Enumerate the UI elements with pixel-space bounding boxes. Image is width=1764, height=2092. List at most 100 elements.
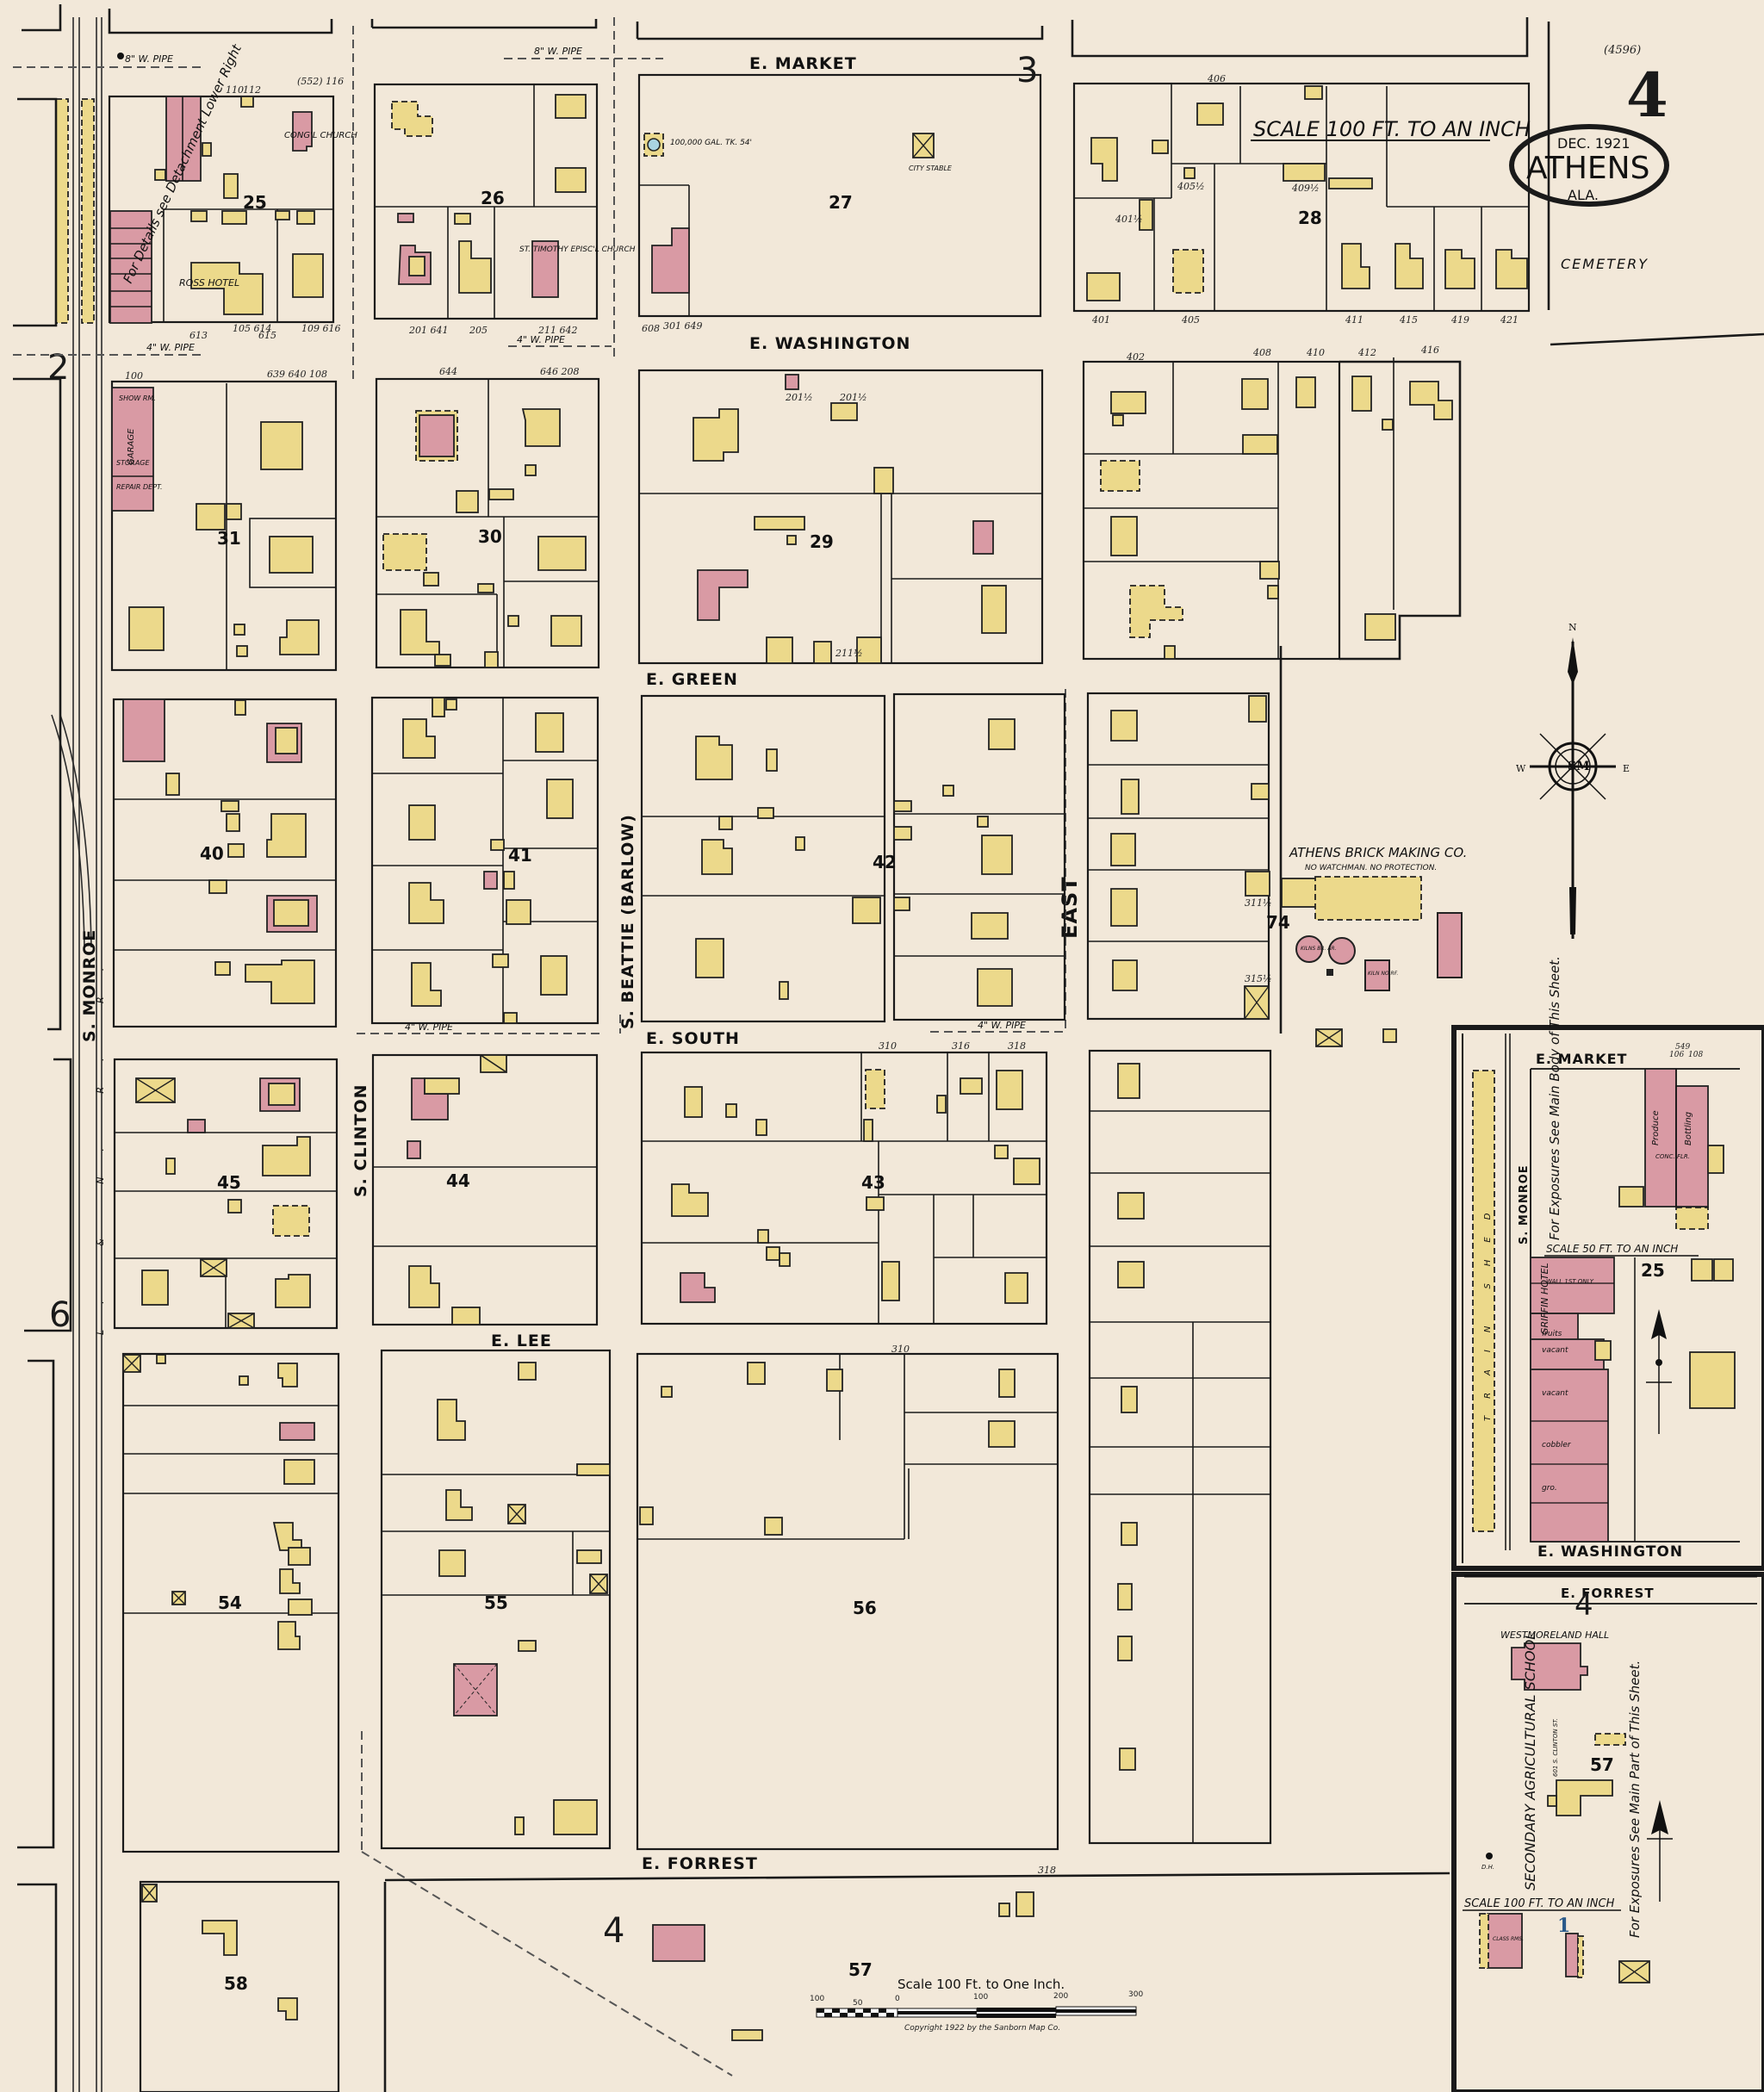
addr-b74-315h: 315½ xyxy=(1245,973,1272,984)
adjacent-sheet-bottom[interactable]: 4 xyxy=(603,1911,624,1951)
addr-b43-310: 310 xyxy=(879,1040,897,1052)
inset-exposure-note: For Exposures See Main Body of This Shee… xyxy=(1547,956,1562,1240)
addr-b30-644: 644 xyxy=(439,366,457,377)
adjacent-sheet-top[interactable]: 3 xyxy=(1016,51,1038,90)
street-label-east: EAST xyxy=(1058,876,1082,939)
addr-b25-116: (552) 116 xyxy=(297,76,344,87)
scale-tick-100: 100 xyxy=(973,1993,988,2002)
block-number-30: 30 xyxy=(478,526,502,547)
label-kilns: KILNS BR. AR. xyxy=(1301,946,1337,952)
block-number-41: 41 xyxy=(508,845,532,866)
block-26[interactable] xyxy=(370,19,599,320)
inset-street-e-market: E. MARKET xyxy=(1536,1051,1627,1067)
inset2-exposure-note: For Exposures See Main Part of This Shee… xyxy=(1627,1661,1643,1938)
addr-b28-409h: 409½ xyxy=(1291,183,1320,194)
pipe-label-4in-c: 4" W. PIPE xyxy=(405,1021,453,1033)
block-44[interactable] xyxy=(371,1053,599,1326)
addr-b28-401h: 401½ xyxy=(1115,214,1143,225)
label-congl-church: CONG'L CHURCH xyxy=(284,131,357,140)
block-58[interactable] xyxy=(139,1880,340,2092)
label-garage: GARAGE xyxy=(127,428,136,465)
addr-b28-405h: 405½ xyxy=(1177,181,1205,192)
block-number-57: 57 xyxy=(848,1959,873,1980)
addr-b27-608: 608 xyxy=(642,323,660,334)
scale-tick-200: 200 xyxy=(1053,1992,1068,2001)
block-30[interactable] xyxy=(375,377,600,669)
railroad-tracks xyxy=(51,17,102,2092)
addr-b28-419: 419 xyxy=(1450,314,1469,326)
adjacent-sheet-left-lower[interactable]: 6 xyxy=(49,1295,71,1335)
brick-works[interactable] xyxy=(1281,876,1463,1047)
block-31[interactable] xyxy=(110,380,338,672)
block-56[interactable] xyxy=(636,1352,1059,1851)
block-54[interactable] xyxy=(121,1352,340,1853)
street-label-e-green: E. GREEN xyxy=(646,670,738,689)
addr-b43-318: 318 xyxy=(1008,1040,1026,1052)
addr-b43-316: 316 xyxy=(952,1040,970,1052)
block-25[interactable] xyxy=(108,9,335,324)
addr-b28-406: 406 xyxy=(1207,73,1226,84)
inset-school[interactable] xyxy=(1451,1572,1764,2092)
addr-b25-110-112: 110 xyxy=(226,84,244,96)
inset-detachment[interactable] xyxy=(1451,1025,1764,1571)
inset2-class-rms: CLASS RMS. xyxy=(1493,1936,1524,1942)
block-40[interactable] xyxy=(112,698,338,1028)
inset2-scale: SCALE 100 FT. TO AN INCH xyxy=(1464,1897,1615,1910)
north-arrow-icon-2 xyxy=(1651,1800,1668,1834)
inset-griffin-hotel: GRIFFIN HOTEL xyxy=(1539,1263,1550,1335)
e-forrest-south-edge xyxy=(384,1872,1450,1882)
compass-north-label: N xyxy=(1568,622,1577,633)
addr-b26-201: 201 641 xyxy=(408,325,449,336)
inset2-blue-marker: 1 xyxy=(1557,1915,1570,1937)
label-water-tank: 100,000 GAL. TK. 54' xyxy=(670,139,752,147)
inset-tenant-fruits: fruits xyxy=(1542,1330,1562,1338)
addr-b74-311h: 311½ xyxy=(1245,897,1272,909)
block-74[interactable] xyxy=(1086,646,1283,1034)
copyright-notice: Copyright 1922 by the Sanborn Map Co. xyxy=(904,2024,1060,2033)
label-repair-dept: REPAIR DEPT. xyxy=(116,483,163,491)
block-ne-second-row[interactable] xyxy=(1082,357,1462,661)
water-tank-icon xyxy=(647,138,661,152)
addr-b31-108: 639 640 108 xyxy=(267,369,327,380)
block-55[interactable] xyxy=(380,1349,612,1850)
addr-ne-412: 412 xyxy=(1357,347,1376,358)
addr-b26-205: 205 xyxy=(469,325,488,336)
block-57[interactable] xyxy=(652,1891,1034,2041)
inset2-adjacent-sheet[interactable]: 4 xyxy=(1575,1588,1593,1623)
addr-b27-301: 301 649 xyxy=(663,320,703,332)
inset-block-25: 25 xyxy=(1641,1260,1665,1281)
inset-note-conc-flr: CONC. FLR. xyxy=(1655,1153,1690,1160)
block-45[interactable] xyxy=(113,1058,339,1330)
inset2-school-address: 601 S. CLINTON ST. xyxy=(1552,1718,1559,1777)
title-date: DEC. 1921 xyxy=(1557,135,1630,152)
svg-text:SM: SM xyxy=(1568,760,1590,773)
inset-addr-549: 549 xyxy=(1675,1043,1690,1052)
block-28[interactable] xyxy=(1071,17,1531,313)
scale-label-top: SCALE 100 FT. TO AN INCH xyxy=(1253,117,1531,141)
addr-b56-310: 310 xyxy=(891,1344,910,1355)
block-43[interactable] xyxy=(640,1051,1048,1325)
block-41[interactable] xyxy=(370,696,599,1025)
inset-tenant-produce: Produce xyxy=(1651,1110,1661,1145)
east-column-lots[interactable] xyxy=(1088,1049,1272,1845)
title-block: (4596) 4 DEC. 1921 ATHENS ALA. xyxy=(1509,22,1669,310)
street-label-e-forrest: E. FORREST xyxy=(642,1854,758,1873)
inset-scale-50ft: SCALE 50 FT. TO AN INCH xyxy=(1546,1243,1678,1255)
street-label-s-monroe: S. MONROE xyxy=(80,929,99,1042)
adjacent-sheet-left-upper[interactable]: 2 xyxy=(47,348,69,388)
block-number-26: 26 xyxy=(481,188,505,208)
block-42[interactable] xyxy=(640,692,1066,1023)
addr-ne-416: 416 xyxy=(1420,345,1439,356)
block-29[interactable] xyxy=(637,369,1044,665)
compass-east-label: E xyxy=(1623,763,1630,774)
addr-b29-201h-b: 201½ xyxy=(839,392,867,403)
block-number-74: 74 xyxy=(1266,912,1290,933)
addr-b25-613: 613 xyxy=(189,330,208,341)
block-number-25: 25 xyxy=(243,192,267,213)
inset2-street-e-forrest: E. FORREST xyxy=(1561,1586,1655,1601)
scale-tick-300: 300 xyxy=(1128,1990,1143,1999)
dh-marker xyxy=(117,53,124,59)
block-27[interactable] xyxy=(636,22,1044,318)
